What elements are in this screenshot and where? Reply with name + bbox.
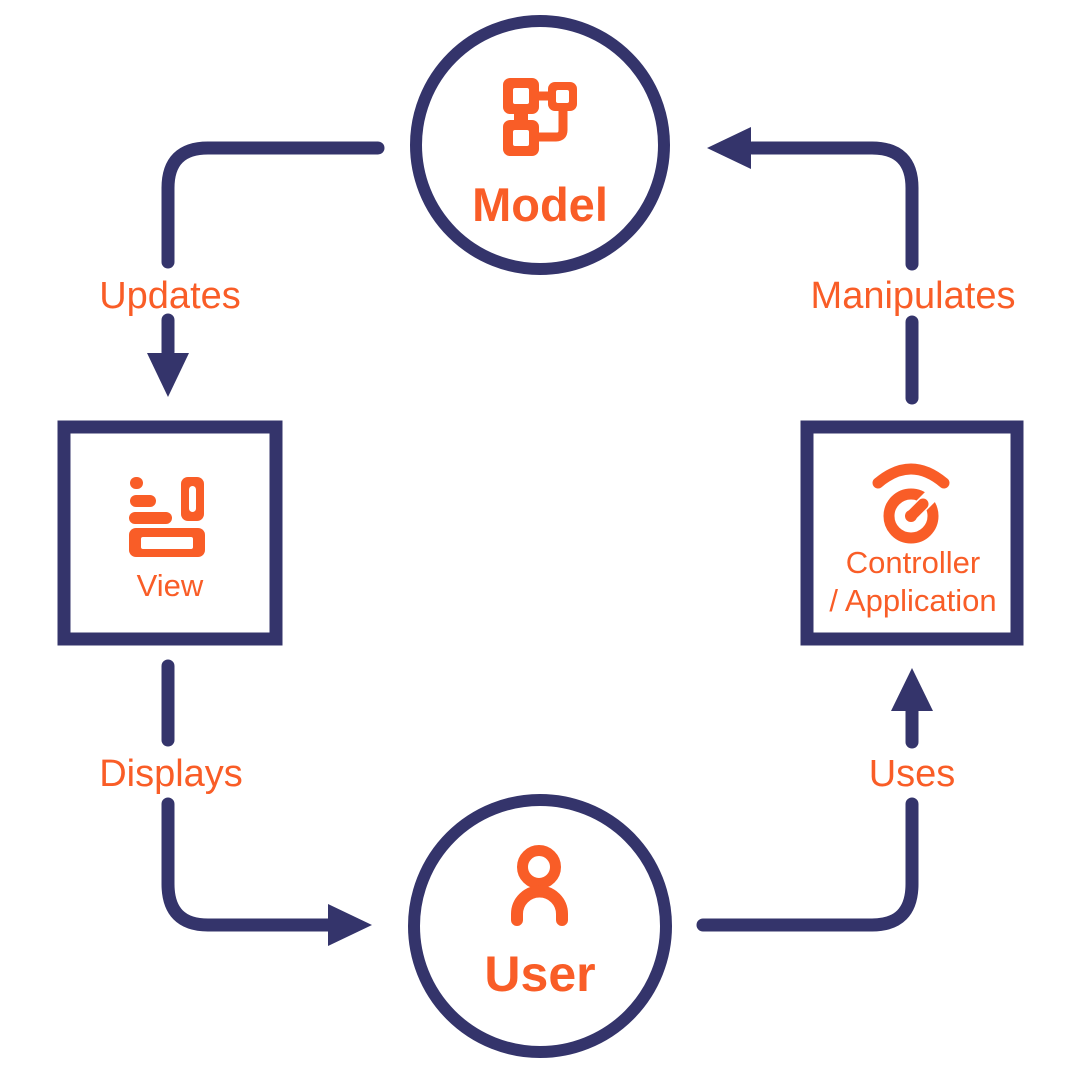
arrowhead-left-icon (707, 127, 751, 169)
arrowhead-up-icon (891, 668, 933, 711)
user-label: User (484, 946, 595, 1002)
arrowhead-down-icon (147, 353, 189, 397)
gauge-icon (872, 463, 950, 544)
edge-label-uses: Uses (869, 753, 956, 795)
edge-label-manipulates: Manipulates (811, 275, 1016, 317)
controller-label-line2: / Application (829, 583, 996, 618)
node-view: View (57, 420, 283, 646)
layout-icon (129, 477, 205, 557)
edge-label-displays: Displays (99, 753, 243, 795)
edge-line (161, 797, 335, 932)
edge-label-updates: Updates (99, 275, 241, 317)
model-circle (410, 15, 670, 275)
controller-label-line1: Controller (846, 545, 980, 580)
schema-icon (503, 78, 577, 156)
node-user: User (408, 794, 672, 1058)
edge-user-to-controller: Uses (696, 668, 956, 932)
edge-controller-to-model: Manipulates (707, 127, 1016, 405)
arrowhead-right-icon (328, 904, 372, 946)
model-label: Model (472, 178, 608, 231)
user-circle (408, 794, 672, 1058)
person-icon (511, 845, 568, 926)
edge-view-to-user: Displays (99, 659, 372, 946)
edge-line (161, 141, 385, 269)
edge-line-upper (745, 141, 919, 271)
view-label: View (137, 568, 204, 603)
edge-model-to-view: Updates (99, 141, 385, 397)
node-controller: Controller / Application (800, 420, 1024, 646)
edge-line (696, 797, 919, 932)
node-model: Model (410, 15, 670, 275)
